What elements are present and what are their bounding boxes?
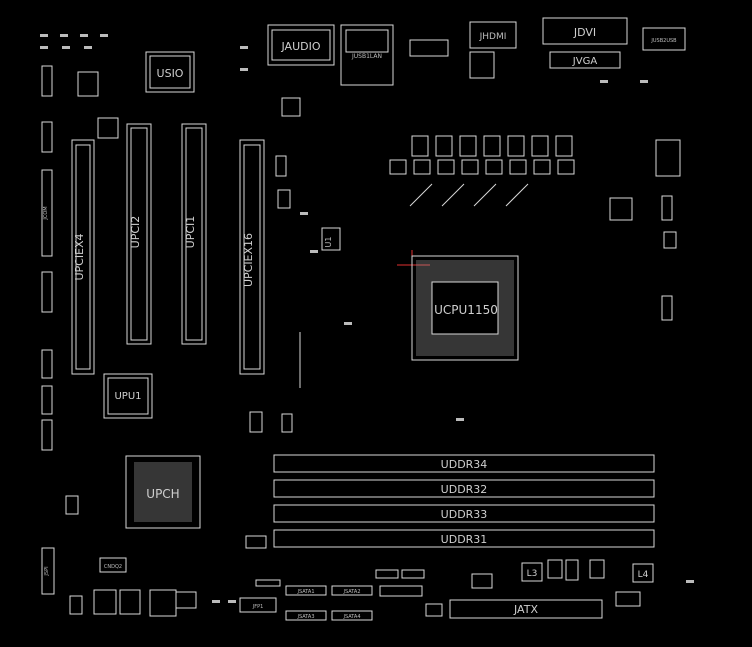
- jusb-top-right-label: JUSB2USB: [650, 38, 677, 44]
- upciex16-label: UPCIEX16: [242, 233, 255, 287]
- l4-inductor: L4: [632, 563, 654, 583]
- jusb-top-right-connector: JUSB2USB: [642, 27, 686, 51]
- upci2-label: UPCI2: [129, 216, 142, 249]
- upciex4-label: UPCIEX4: [73, 233, 86, 280]
- upci2-slot: UPCI2: [126, 123, 152, 345]
- jsata3-label: JSATA3: [296, 614, 314, 620]
- l3-inductor: L3: [521, 562, 543, 582]
- jsata1-connector: JSATA1: [285, 585, 327, 596]
- upci1-slot: UPCI1: [181, 123, 207, 345]
- small-connector-top: [409, 39, 449, 57]
- jhdmi-connector: JHDMI: [469, 21, 517, 49]
- usio-chip: USIO: [145, 51, 195, 93]
- jsata2-label: JSATA2: [342, 589, 360, 595]
- jfp-label: JFP1: [252, 604, 264, 610]
- usio-label: USIO: [157, 67, 184, 80]
- jatx-label: JATX: [513, 603, 538, 616]
- uddr34-label: UDDR34: [441, 458, 488, 471]
- jsata2-connector: JSATA2: [331, 585, 373, 596]
- l3-label: L3: [527, 569, 538, 579]
- upu1-chip: UPU1: [103, 373, 153, 419]
- jspi-header: JSPI: [41, 547, 55, 595]
- upci1-label: UPCI1: [184, 216, 197, 249]
- u1-label: U1: [324, 237, 333, 248]
- upch-label: UPCH: [146, 487, 179, 501]
- jsata4-label: JSATA4: [342, 614, 360, 620]
- jatx-connector: JATX: [449, 599, 603, 619]
- jcom-label: JCOM: [43, 206, 49, 220]
- upch-chip: UPCH: [125, 455, 201, 529]
- uddr34-slot: UDDR34: [273, 454, 655, 473]
- uddr31-slot: UDDR31: [273, 529, 655, 548]
- jdvi-label: JDVI: [573, 26, 596, 39]
- l4-label: L4: [638, 570, 649, 580]
- jsata1-label: JSATA1: [296, 589, 314, 595]
- jaudio-connector: JAUDIO: [267, 24, 335, 66]
- jvga-label: JVGA: [572, 56, 598, 67]
- uddr32-label: UDDR32: [441, 483, 488, 496]
- jsata4-connector: JSATA4: [331, 610, 373, 621]
- cnd2-part: CNDQ2: [99, 557, 127, 573]
- jusb-lan-label: JUSB1LAN: [351, 53, 382, 60]
- uddr33-label: UDDR33: [441, 508, 488, 521]
- jvga-connector: JVGA: [549, 51, 621, 69]
- uddr33-slot: UDDR33: [273, 504, 655, 523]
- ucpu-socket: UCPU1150: [397, 250, 519, 361]
- jaudio-label: JAUDIO: [281, 40, 321, 53]
- cnd2-label: CNDQ2: [104, 564, 122, 570]
- jdvi-connector: JDVI: [542, 17, 628, 45]
- uddr31-label: UDDR31: [441, 533, 488, 546]
- upciex16-slot: UPCIEX16: [239, 139, 265, 375]
- jhdmi-label: JHDMI: [479, 32, 507, 42]
- misc-components: [40, 34, 694, 617]
- u1-chip: U1: [321, 227, 341, 251]
- upciex4-slot: UPCIEX4: [71, 139, 95, 375]
- jfp-header: JFP1: [239, 597, 277, 613]
- ucpu-label: UCPU1150: [434, 303, 498, 317]
- jsata3-connector: JSATA3: [285, 610, 327, 621]
- jspi-label: JSPI: [44, 566, 50, 576]
- jcom-header: JCOM: [41, 169, 53, 257]
- upu1-label: UPU1: [114, 391, 141, 402]
- jusb-lan-connector: JUSB1LAN: [340, 24, 394, 86]
- uddr32-slot: UDDR32: [273, 479, 655, 498]
